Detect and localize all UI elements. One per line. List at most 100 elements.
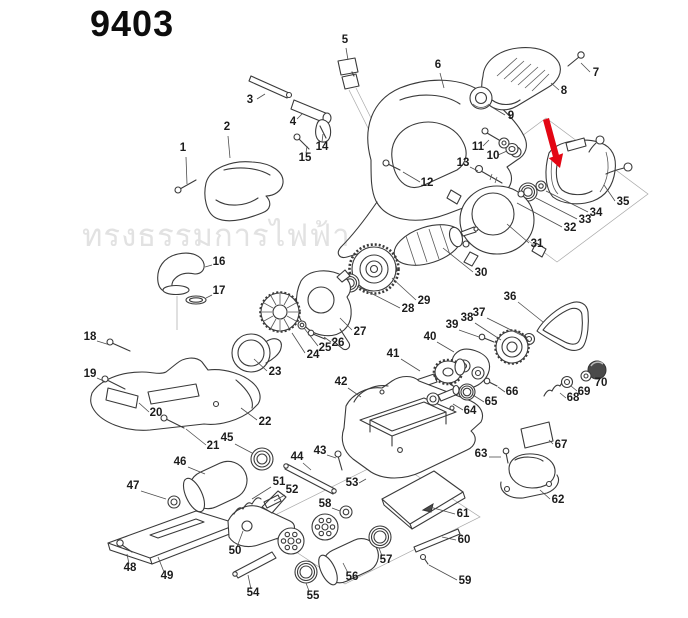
leader-line-7 (580, 62, 591, 73)
part-label-14: 14 (316, 141, 329, 153)
part-9-grommet (469, 86, 493, 110)
leader-line-49 (157, 556, 165, 573)
part-4-tube (290, 99, 332, 124)
part-label-29: 29 (418, 295, 431, 307)
part-12-screw (382, 159, 401, 171)
part-label-41: 41 (387, 348, 400, 360)
part-label-65: 65 (485, 396, 498, 408)
leader-line-29 (391, 277, 417, 301)
part-label-49: 49 (161, 570, 174, 582)
leader-line-25 (303, 327, 319, 347)
part-label-32: 32 (564, 222, 577, 234)
part-label-62: 62 (552, 494, 565, 506)
leader-line-11 (482, 139, 490, 147)
leader-line-2 (227, 135, 231, 159)
part-label-27: 27 (354, 326, 367, 338)
part-label-69: 69 (578, 386, 591, 398)
part-10-sleeve (505, 142, 519, 156)
part-label-33: 33 (579, 214, 592, 226)
part-64-bolt (426, 384, 460, 406)
part-61-sanding-plate (381, 470, 466, 530)
leader-line-65 (472, 394, 485, 403)
leader-line-26 (323, 336, 332, 343)
highlight-arrow (543, 118, 564, 168)
leader-line-9 (489, 105, 506, 116)
leader-line-13 (469, 166, 479, 172)
part-3-rod (248, 75, 293, 99)
leader-line-68 (559, 392, 567, 399)
part-label-20: 20 (150, 407, 163, 419)
part-42-base-housing (341, 375, 484, 479)
part-1-screw (174, 179, 197, 194)
part-label-5: 5 (342, 34, 349, 46)
part-label-28: 28 (402, 303, 415, 315)
leader-line-10 (497, 150, 508, 156)
part-60-rod (413, 528, 461, 553)
leader-line-40 (436, 341, 455, 353)
part-67-label-plate (520, 421, 554, 449)
part-label-50: 50 (229, 545, 242, 557)
leader-line-59 (428, 564, 458, 581)
leader-line-17 (205, 294, 213, 299)
leader-line-23 (253, 358, 268, 372)
part-16-dust-nozzle (157, 252, 205, 296)
part-label-61: 61 (457, 508, 470, 520)
part-label-1: 1 (180, 142, 187, 154)
part-66-screw (483, 377, 498, 387)
leader-line-30 (442, 247, 474, 273)
part-label-43: 43 (314, 445, 327, 457)
part-label-56: 56 (346, 571, 359, 583)
leader-line-8 (550, 82, 560, 91)
part-34-ring (535, 180, 547, 192)
part-label-68: 68 (567, 392, 580, 404)
part-label-7: 7 (593, 67, 599, 79)
part-label-57: 57 (380, 554, 393, 566)
leader-line-43 (326, 454, 337, 459)
part-label-64: 64 (464, 405, 477, 417)
leader-line-4 (296, 113, 303, 120)
part-label-31: 31 (531, 238, 544, 250)
part-23-ring (231, 333, 282, 373)
part-35-motor-field (545, 135, 633, 205)
leader-line-32 (516, 202, 563, 228)
leader-line-3 (256, 93, 266, 100)
leader-line-48 (126, 553, 130, 565)
watermark-text: ทรงธรรมการไฟฟ้า (82, 218, 351, 253)
leader-line-28 (356, 285, 401, 309)
part-label-45: 45 (221, 432, 234, 444)
part-label-25: 25 (319, 342, 332, 354)
part-label-17: 17 (213, 285, 226, 297)
part-17-o-ring (185, 295, 207, 305)
part-label-3: 3 (247, 94, 253, 106)
sprocket-wheel-right (311, 513, 339, 541)
part-29-gear (348, 243, 400, 295)
part-label-9: 9 (508, 110, 514, 122)
leader-line-44 (302, 462, 312, 471)
part-19-screw (101, 375, 126, 390)
part-39-screw (478, 333, 495, 343)
leader-line-69 (570, 385, 578, 392)
part-label-38: 38 (461, 312, 474, 324)
part-14-clamp (315, 119, 332, 143)
part-24-fan (259, 291, 301, 333)
part-label-30: 30 (475, 267, 488, 279)
part-45-bearing (250, 447, 274, 471)
leader-line-47 (140, 490, 167, 500)
part-label-13: 13 (457, 157, 470, 169)
part-label-16: 16 (213, 256, 226, 268)
part-57-ring (368, 525, 392, 549)
leader-line-15 (305, 145, 308, 154)
page-title: 9403 (90, 3, 175, 44)
leader-line-19 (96, 377, 107, 383)
leader-line-54 (247, 574, 252, 590)
part-43-screw (334, 450, 343, 471)
leader-line-35 (603, 184, 616, 202)
part-label-63: 63 (475, 448, 488, 460)
part-label-37: 37 (473, 307, 486, 319)
part-label-48: 48 (124, 562, 137, 574)
part-label-67: 67 (555, 439, 568, 451)
leader-line-46 (187, 466, 206, 475)
part-55-ring (294, 560, 318, 584)
part-label-58: 58 (319, 498, 332, 510)
